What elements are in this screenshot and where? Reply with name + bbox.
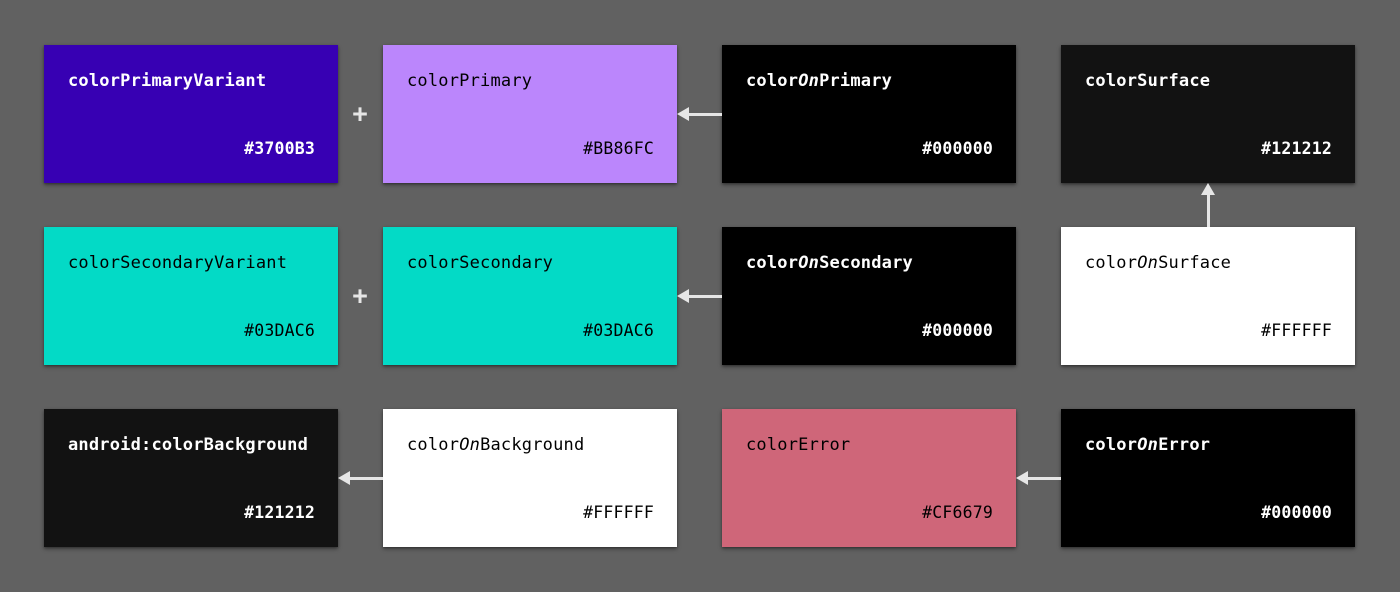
hex-value: #000000 [1261, 503, 1332, 522]
card-color-on-surface: colorOnSurface #FFFFFF [1061, 227, 1355, 365]
card-label: colorSecondary [407, 253, 553, 273]
hex-value: #121212 [244, 503, 315, 522]
hex-value: #121212 [1261, 139, 1332, 158]
arrow-head [677, 289, 689, 303]
card-label: colorOnBackground [407, 435, 584, 455]
label-on-segment: On [798, 71, 820, 91]
label-text: colorPrimary [407, 71, 533, 91]
label-on-segment: On [1137, 435, 1159, 455]
arrow-head [1201, 183, 1215, 195]
card-color-on-error: colorOnError #000000 [1061, 409, 1355, 547]
card-label: colorPrimaryVariant [68, 71, 266, 91]
label-text: android:colorBackground [68, 435, 309, 455]
card-label: colorPrimary [407, 71, 532, 91]
up-arrow-icon [1201, 183, 1215, 227]
arrow-line [1206, 193, 1210, 227]
left-arrow-icon [338, 471, 383, 485]
label-text: Primary [819, 71, 893, 91]
card-label: colorSecondaryVariant [68, 253, 287, 273]
card-color-error: colorError #CF6679 [722, 409, 1016, 547]
arrow-line [349, 476, 383, 480]
card-color-surface: colorSurface #121212 [1061, 45, 1355, 183]
card-color-on-primary: colorOnPrimary #000000 [722, 45, 1016, 183]
arrow-head [338, 471, 350, 485]
label-text: colorPrimaryVariant [68, 71, 267, 91]
card-label: colorOnSurface [1085, 253, 1231, 273]
plus-icon: + [352, 280, 368, 311]
card-label: colorSurface [1085, 71, 1210, 91]
label-text: color [1085, 435, 1138, 455]
card-color-on-secondary: colorOnSecondary #000000 [722, 227, 1016, 365]
hex-value: #FFFFFF [583, 503, 654, 522]
plus-icon: + [352, 98, 368, 129]
label-text: colorSurface [1085, 71, 1211, 91]
hex-value: #000000 [922, 139, 993, 158]
arrow-head [677, 107, 689, 121]
label-text: Secondary [819, 253, 913, 273]
left-arrow-icon [677, 107, 722, 121]
hex-value: #03DAC6 [583, 321, 654, 340]
card-color-primary: colorPrimary #BB86FC [383, 45, 677, 183]
hex-value: #3700B3 [244, 139, 315, 158]
card-label: colorError [746, 435, 850, 455]
card-android-color-background: android:colorBackground #121212 [44, 409, 338, 547]
label-text: color [407, 435, 460, 455]
hex-value: #CF6679 [922, 503, 993, 522]
arrow-line [688, 294, 722, 298]
label-text: Error [1158, 435, 1211, 455]
hex-value: #03DAC6 [244, 321, 315, 340]
arrow-line [1027, 476, 1061, 480]
label-text: colorError [746, 435, 851, 455]
label-text: colorSecondaryVariant [68, 253, 288, 273]
label-on-segment: On [798, 253, 820, 273]
card-color-secondary-variant: colorSecondaryVariant #03DAC6 [44, 227, 338, 365]
card-color-on-background: colorOnBackground #FFFFFF [383, 409, 677, 547]
card-color-primary-variant: colorPrimaryVariant #3700B3 [44, 45, 338, 183]
label-text: Surface [1158, 253, 1232, 273]
hex-value: #BB86FC [583, 139, 654, 158]
hex-value: #FFFFFF [1261, 321, 1332, 340]
card-label: colorOnPrimary [746, 71, 892, 91]
left-arrow-icon [677, 289, 722, 303]
left-arrow-icon [1016, 471, 1061, 485]
arrow-head [1016, 471, 1028, 485]
label-text: colorSecondary [407, 253, 554, 273]
card-label: colorOnSecondary [746, 253, 913, 273]
card-label: android:colorBackground [68, 435, 308, 455]
label-text: color [746, 71, 799, 91]
card-color-secondary: colorSecondary #03DAC6 [383, 227, 677, 365]
label-on-segment: On [1137, 253, 1159, 273]
label-text: color [1085, 253, 1138, 273]
label-text: Background [480, 435, 585, 455]
arrow-line [688, 112, 722, 116]
label-on-segment: On [459, 435, 481, 455]
label-text: color [746, 253, 799, 273]
hex-value: #000000 [922, 321, 993, 340]
card-label: colorOnError [1085, 435, 1210, 455]
